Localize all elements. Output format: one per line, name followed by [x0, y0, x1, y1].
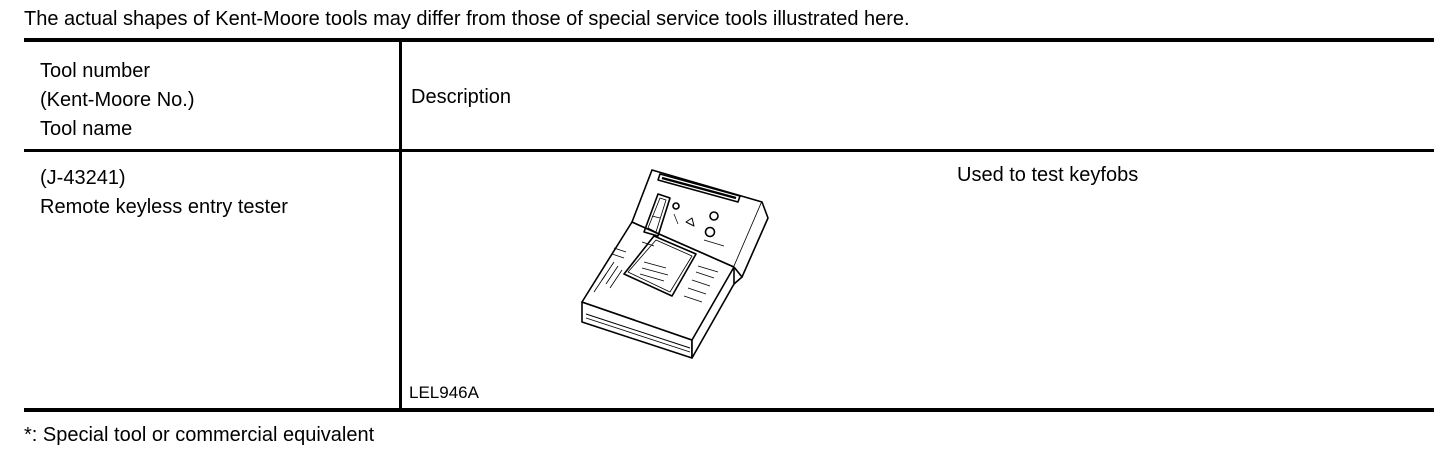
table-row-tool-cell: (J-43241) Remote keyless entry tester — [40, 164, 288, 222]
header-row-divider — [24, 149, 1434, 152]
keyless-entry-tester-illustration — [581, 169, 769, 359]
table-top-border — [24, 38, 1434, 42]
tool-name: Remote keyless entry tester — [40, 196, 288, 218]
column-divider — [399, 42, 402, 408]
intro-note: The actual shapes of Kent-Moore tools ma… — [24, 8, 910, 30]
tool-number: (J-43241) — [40, 167, 126, 189]
header-tool-column: Tool number (Kent-Moore No.) Tool name — [40, 57, 195, 144]
header-tool-number: Tool number — [40, 60, 151, 82]
header-kent-moore-no: (Kent-Moore No.) — [40, 89, 195, 111]
header-description: Description — [411, 86, 512, 108]
tool-description: Used to test keyfobs — [957, 164, 1139, 186]
footnote: *: Special tool or commercial equivalent — [24, 424, 375, 446]
header-tool-name: Tool name — [40, 118, 133, 140]
table-bottom-border — [24, 408, 1434, 412]
figure-code: LEL946A — [409, 383, 479, 402]
